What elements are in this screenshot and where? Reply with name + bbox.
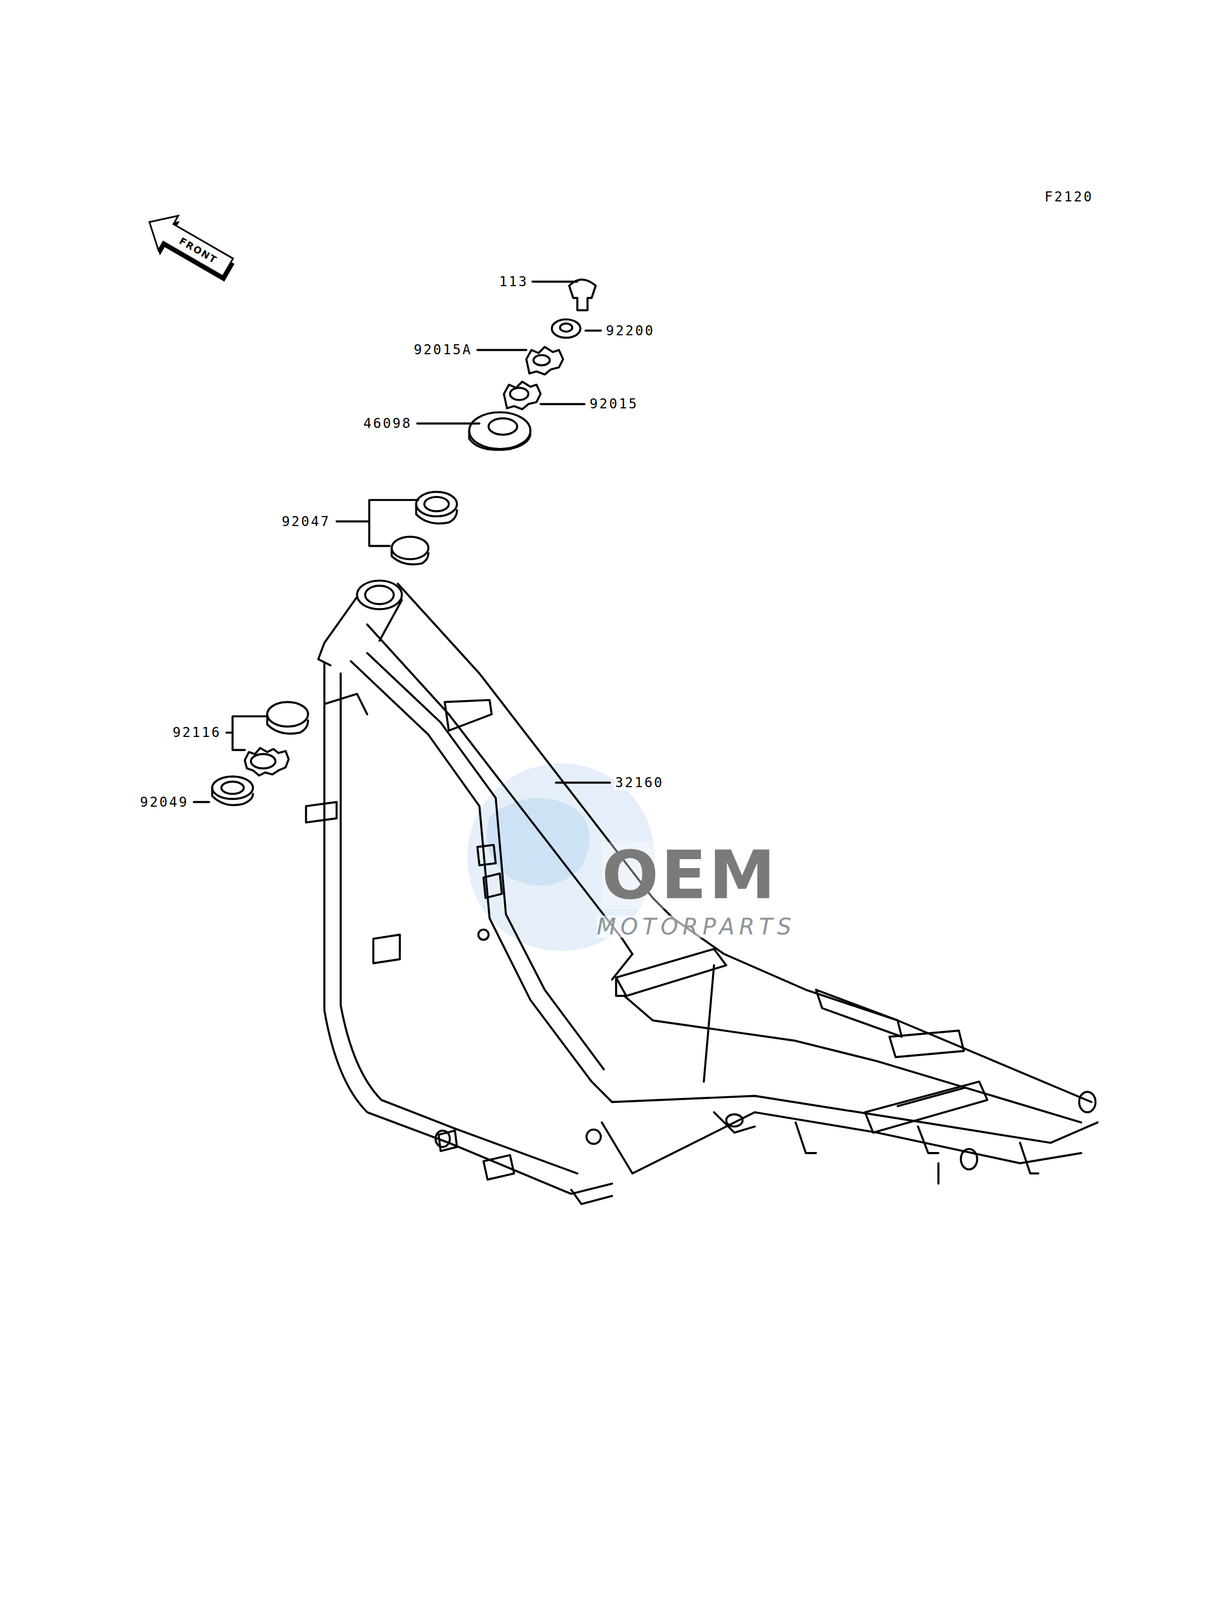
watermark-logo: OEM: [601, 841, 778, 909]
callout-number: 92015: [588, 396, 640, 412]
direction-arrow: FRONT: [138, 204, 239, 286]
frame-lines: [194, 279, 1099, 1204]
callout-number: 92049: [138, 794, 190, 810]
drawing-code: F2120: [1043, 189, 1095, 205]
watermark-text: MOTORPARTS: [596, 915, 796, 938]
callout-number: 113: [498, 274, 530, 289]
callout-number: 92116: [171, 724, 222, 740]
callout-number: 92200: [605, 323, 656, 338]
callout-number: 92047: [280, 514, 332, 529]
callout-number: 46098: [362, 416, 414, 431]
callout-number: 92015A: [412, 342, 474, 357]
callout-number: 32160: [614, 775, 665, 790]
